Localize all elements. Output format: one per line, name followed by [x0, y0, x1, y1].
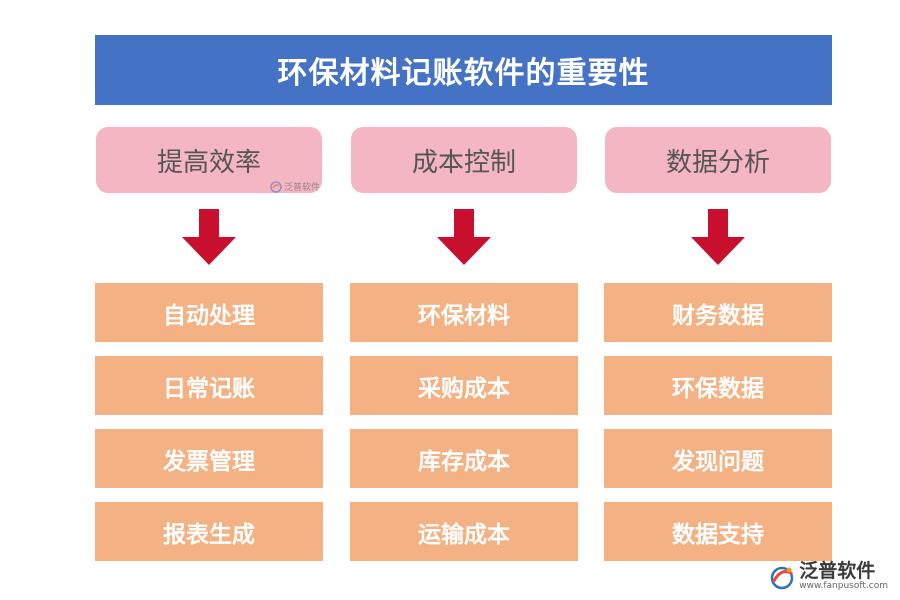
logo-icon — [771, 566, 794, 590]
down-arrow-icon — [182, 209, 236, 265]
list-item: 采购成本 — [350, 356, 578, 415]
list-item: 环保数据 — [604, 356, 832, 415]
column-header: 成本控制 — [351, 127, 577, 193]
list-item: 日常记账 — [95, 356, 323, 415]
list-item: 发现问题 — [604, 429, 832, 488]
diagram-title: 环保材料记账软件的重要性 — [95, 35, 832, 105]
logo-text: 泛普软件 — [799, 560, 876, 583]
watermark-text: 泛普软件 — [284, 183, 321, 193]
brand-logo: 泛普软件 www.fanpusoft.com — [769, 562, 888, 592]
list-item: 财务数据 — [604, 283, 832, 342]
column-efficiency: 提高效率 自动处理 日常记账 发票管理 报表生成 — [95, 127, 323, 575]
list-item: 数据支持 — [604, 502, 832, 561]
list-item: 环保材料 — [350, 283, 578, 342]
down-arrow-icon — [691, 209, 745, 265]
watermark: 泛普软件 — [270, 180, 320, 193]
list-item: 自动处理 — [95, 283, 323, 342]
column-header: 提高效率 — [96, 127, 322, 193]
column-header: 数据分析 — [605, 127, 831, 193]
list-item: 运输成本 — [350, 502, 578, 561]
list-item: 报表生成 — [95, 502, 323, 561]
logo-url: www.fanpusoft.com — [799, 581, 888, 592]
column-data-analysis: 数据分析 财务数据 环保数据 发现问题 数据支持 — [604, 127, 832, 575]
logo-icon — [270, 180, 282, 193]
column-cost-control: 成本控制 环保材料 采购成本 库存成本 运输成本 — [350, 127, 578, 575]
list-item: 库存成本 — [350, 429, 578, 488]
list-item: 发票管理 — [95, 429, 323, 488]
down-arrow-icon — [437, 209, 491, 265]
